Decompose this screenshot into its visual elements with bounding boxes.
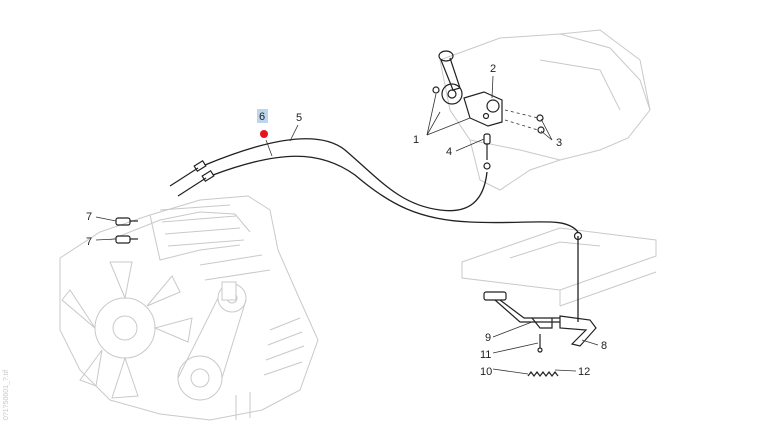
callout-2-label: 2 <box>490 63 496 75</box>
studs-part-7 <box>115 217 138 244</box>
callout-10[interactable]: 10 <box>480 366 492 378</box>
side-file-code: 0?1?50601_?.tif <box>3 370 10 420</box>
cable-fitting-part-4 <box>483 133 491 170</box>
callout-1[interactable]: 1 <box>413 134 419 146</box>
callout-7-upper[interactable]: 7 <box>86 211 92 223</box>
callout-12-label: 12 <box>578 366 590 378</box>
callout-5-label: 5 <box>296 112 302 124</box>
floor-panel-background <box>461 227 657 307</box>
leader-lines <box>95 75 599 375</box>
callout-11[interactable]: 11 <box>480 349 491 361</box>
callout-3-label: 3 <box>556 137 562 149</box>
callout-10-label: 10 <box>480 366 492 378</box>
callout-11-label: 11 <box>480 349 491 361</box>
callout-6-label: 6 <box>259 111 265 123</box>
choke-cable-part-6 <box>212 155 583 322</box>
engine-background <box>59 195 319 421</box>
callout-8-label: 8 <box>601 340 607 352</box>
selected-marker-dot <box>260 130 268 138</box>
callout-9-label: 9 <box>485 332 491 344</box>
callout-1-label: 1 <box>413 134 419 146</box>
callout-12[interactable]: 12 <box>578 366 590 378</box>
callout-2[interactable]: 2 <box>490 63 496 75</box>
callout-4-label: 4 <box>446 146 452 158</box>
engine-cable-ends <box>169 159 215 197</box>
dashboard-background <box>439 29 651 191</box>
spring-part-12 <box>527 371 559 377</box>
callout-7-lower[interactable]: 7 <box>86 236 92 248</box>
callout-9[interactable]: 9 <box>485 332 491 344</box>
callout-4[interactable]: 4 <box>446 146 452 158</box>
callout-5[interactable]: 5 <box>296 112 302 124</box>
pedal-assembly <box>483 291 597 353</box>
callout-7-lower-label: 7 <box>86 236 92 248</box>
callout-6-selected[interactable]: 6 <box>257 109 268 138</box>
screws-part-3 <box>504 109 545 134</box>
callout-7-upper-label: 7 <box>86 211 92 223</box>
callout-6-highlight <box>257 109 268 123</box>
callout-8[interactable]: 8 <box>601 340 607 352</box>
throttle-cable-part-5 <box>204 138 488 212</box>
callout-3[interactable]: 3 <box>556 137 562 149</box>
